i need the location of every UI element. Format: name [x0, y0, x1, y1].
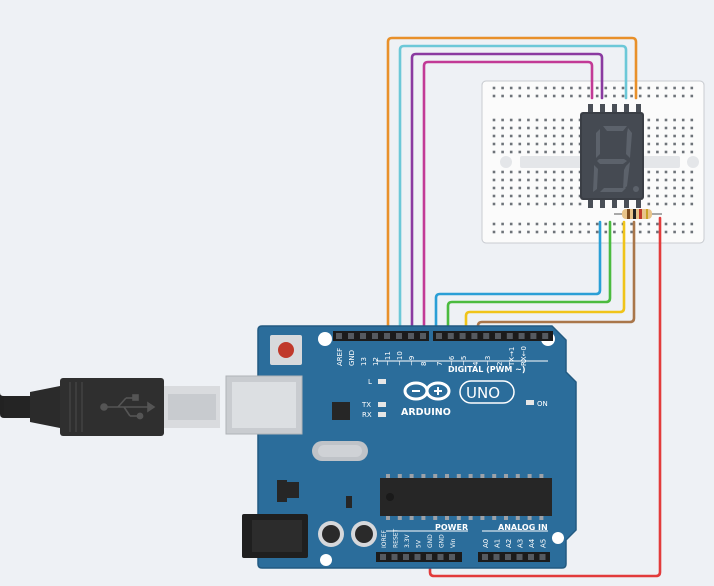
power-jack [242, 514, 308, 558]
power-pin-label: IOREF [381, 530, 388, 548]
led-rx-label: RX [362, 411, 372, 419]
power-header [376, 552, 550, 562]
seven-segment-display[interactable] [580, 104, 644, 208]
led-tx-label: TX [361, 401, 371, 409]
power-pin-label: Vin [450, 538, 457, 548]
wire-green[interactable] [446, 220, 612, 338]
digital-pin-label: 8 [420, 362, 428, 366]
digital-pin-label: 12 [372, 357, 380, 366]
uno-badge [459, 380, 515, 404]
resistor[interactable] [614, 209, 662, 219]
digital-header [333, 331, 553, 341]
arduino-brand: ARDUINO [401, 407, 451, 418]
uno-model: UNO [466, 384, 500, 402]
wire-brown[interactable] [476, 220, 636, 338]
wire-yellow[interactable] [464, 220, 626, 338]
wire-magenta[interactable] [422, 60, 594, 338]
usb-symbol-icon [100, 394, 156, 420]
power-pin-label: RESET [393, 528, 400, 548]
digital-pin-label: 2 [496, 362, 504, 366]
reset-button[interactable] [270, 335, 302, 365]
arduino-infinity-icon [403, 381, 451, 401]
capacitor [318, 521, 377, 547]
analog-pin-label: A2 [505, 539, 513, 548]
power-pin-labels: IOREF RESET 3.3V 5V GND GND Vin [381, 528, 457, 548]
analog-pin-label: A4 [528, 538, 536, 548]
wire-orange[interactable] [386, 36, 638, 338]
wire-red[interactable] [428, 216, 662, 578]
analog-pin-label: A5 [540, 539, 548, 548]
digital-pin-label: ~10 [396, 351, 404, 366]
wire-blue[interactable] [434, 220, 602, 338]
digital-pin-label: ~11 [384, 351, 392, 366]
digital-pin-label: TX→1 [508, 347, 516, 367]
power-pin-label: GND [439, 534, 446, 548]
power-label: POWER [435, 523, 468, 532]
on-label: ON [537, 400, 548, 408]
led-l-label: L [368, 378, 372, 386]
microcontroller-chip [380, 474, 552, 520]
digital-pin-label: RX←0 [520, 346, 528, 366]
digital-pin-label: 13 [360, 357, 368, 366]
indicator-leds [378, 379, 534, 417]
usb-cable[interactable] [0, 378, 220, 436]
digital-pin-label: AREF [336, 348, 344, 366]
wire-purple[interactable] [410, 52, 604, 338]
power-pin-label: 5V [416, 539, 423, 548]
digital-pin-label: 4 [472, 361, 480, 366]
digital-pwm-label: DIGITAL (PWM ~) [448, 365, 526, 374]
analog-pin-label: A3 [517, 539, 525, 548]
power-pin-label: GND [427, 534, 434, 548]
breadboard-holes [492, 86, 694, 234]
analog-pin-label: A1 [494, 539, 502, 548]
power-pin-label: 3.3V [404, 533, 411, 548]
wire-cyan[interactable] [398, 44, 628, 338]
analog-in-label: ANALOG IN [498, 523, 548, 532]
digital-pin-label: 7 [436, 362, 444, 366]
display-segments [593, 126, 639, 192]
digital-pin-label: GND [348, 350, 356, 366]
analog-pin-label: A0 [482, 539, 490, 548]
